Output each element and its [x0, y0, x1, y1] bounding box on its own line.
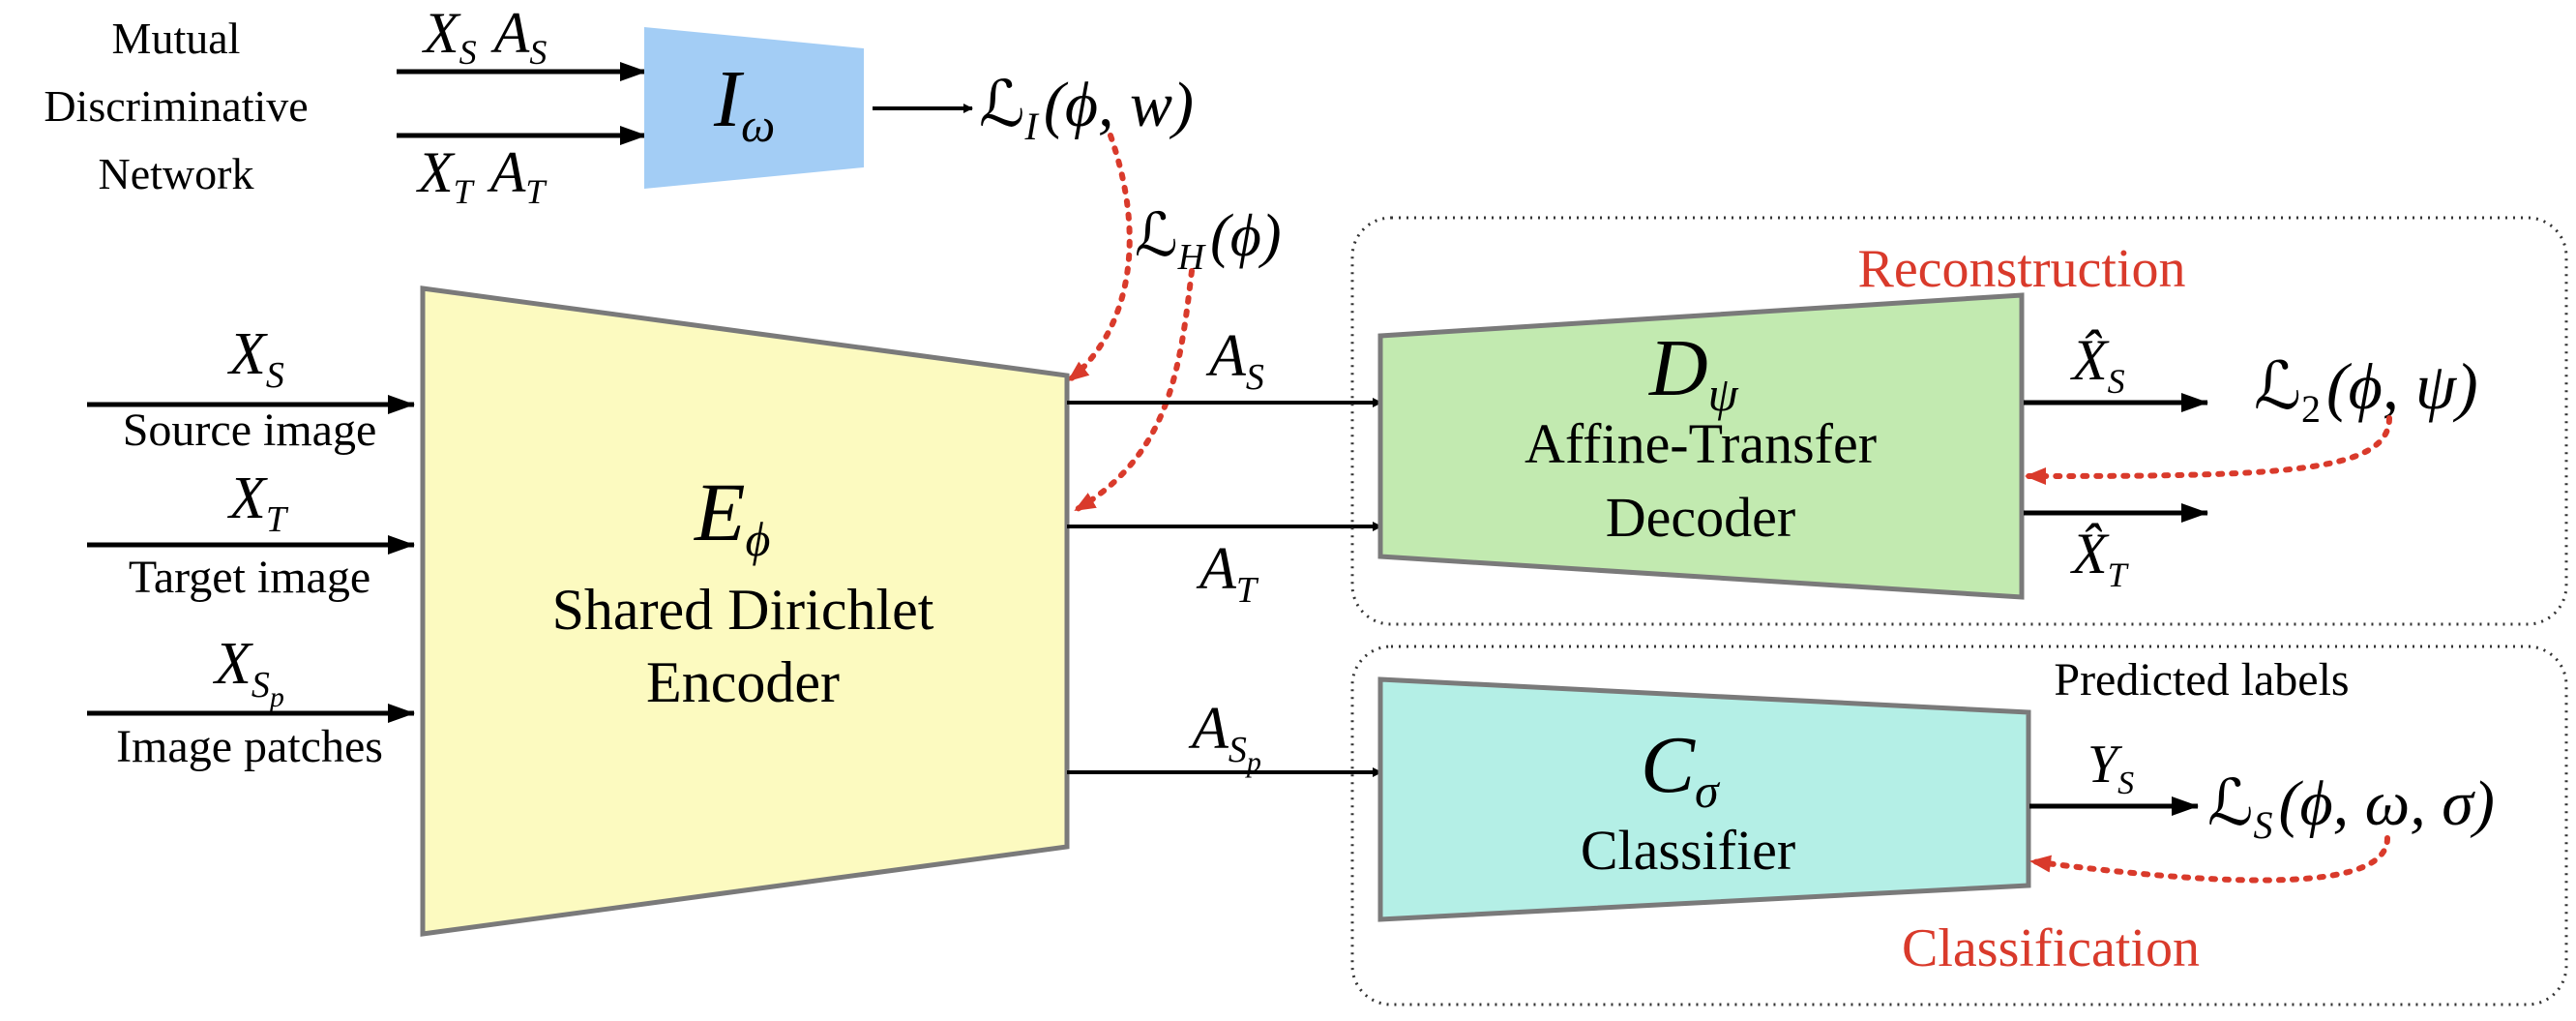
encoder-name-line1: Shared Dirichlet	[552, 578, 934, 642]
classifier-shape	[1377, 676, 2031, 922]
decoder-name-line1: Affine-Transfer	[1525, 412, 1877, 475]
loss-h: ℒH(ϕ)	[1135, 203, 1282, 278]
decoder-shape	[1377, 292, 2025, 600]
input-patches-caption: Image patches	[116, 721, 383, 772]
encoder-inputs: XS Source image XT Target image XSp Imag…	[87, 321, 415, 772]
loss-2-gradient-arrow	[2024, 415, 2392, 485]
classification-frame	[1350, 645, 2568, 1006]
loss-i: ℒI(ϕ, w)	[979, 70, 1194, 148]
loss-2: ℒ2(ϕ, ψ)	[2254, 349, 2478, 431]
input-target-caption: Target image	[129, 552, 370, 603]
encoder-outputs: AS AT ASp	[1067, 323, 1382, 778]
recon-out-top-label: X̂S	[2070, 328, 2125, 401]
classification-title: Classification	[1902, 918, 2200, 978]
classifier-name: Classifier	[1581, 819, 1795, 882]
mutual-block-label: Iω	[713, 54, 775, 152]
loss-h-gradient-arrow	[1073, 268, 1195, 513]
reconstruction-panel: Reconstruction Dψ Affine-Transfer Decode…	[1350, 216, 2568, 626]
mutual-label-line1: Mutual	[112, 14, 241, 63]
input-source-caption: Source image	[123, 405, 377, 456]
mutual-label-line2: Discriminative	[44, 81, 308, 131]
classifier-out-label: YS	[2087, 735, 2134, 801]
classification-panel: Predicted labels Cσ Classifier YS ℒS(ϕ, …	[1350, 645, 2568, 1006]
output-at-label: AT	[1196, 536, 1259, 611]
output-asp-label: ASp	[1188, 696, 1261, 778]
input-patches-var: XSp	[212, 631, 284, 713]
encoder-block: Eϕ Shared Dirichlet Encoder	[420, 285, 1070, 937]
classifier-symbol: Cσ	[1641, 720, 1721, 818]
mutual-block	[644, 27, 864, 189]
decoder-symbol: Dψ	[1648, 323, 1739, 421]
encoder-name-line2: Encoder	[646, 650, 840, 714]
input-source-var: XS	[226, 321, 284, 396]
mutual-label-line3: Network	[99, 149, 254, 198]
decoder-name-line2: Decoder	[1606, 486, 1795, 549]
input-target-var: XT	[226, 465, 289, 540]
output-as-label: AS	[1205, 323, 1264, 398]
loss-s-gradient-arrow	[2028, 835, 2390, 884]
reconstruction-title: Reconstruction	[1857, 239, 2185, 299]
encoder-shape	[420, 285, 1070, 937]
reconstruction-frame	[1350, 216, 2568, 626]
loss-i-gradient-arrow	[1066, 133, 1133, 383]
predicted-labels-caption: Predicted labels	[2054, 654, 2349, 706]
loss-s: ℒS(ϕ, ω, σ)	[2207, 768, 2495, 847]
recon-out-bottom-label: X̂T	[2070, 522, 2130, 594]
encoder-symbol: Eϕ	[693, 465, 770, 566]
